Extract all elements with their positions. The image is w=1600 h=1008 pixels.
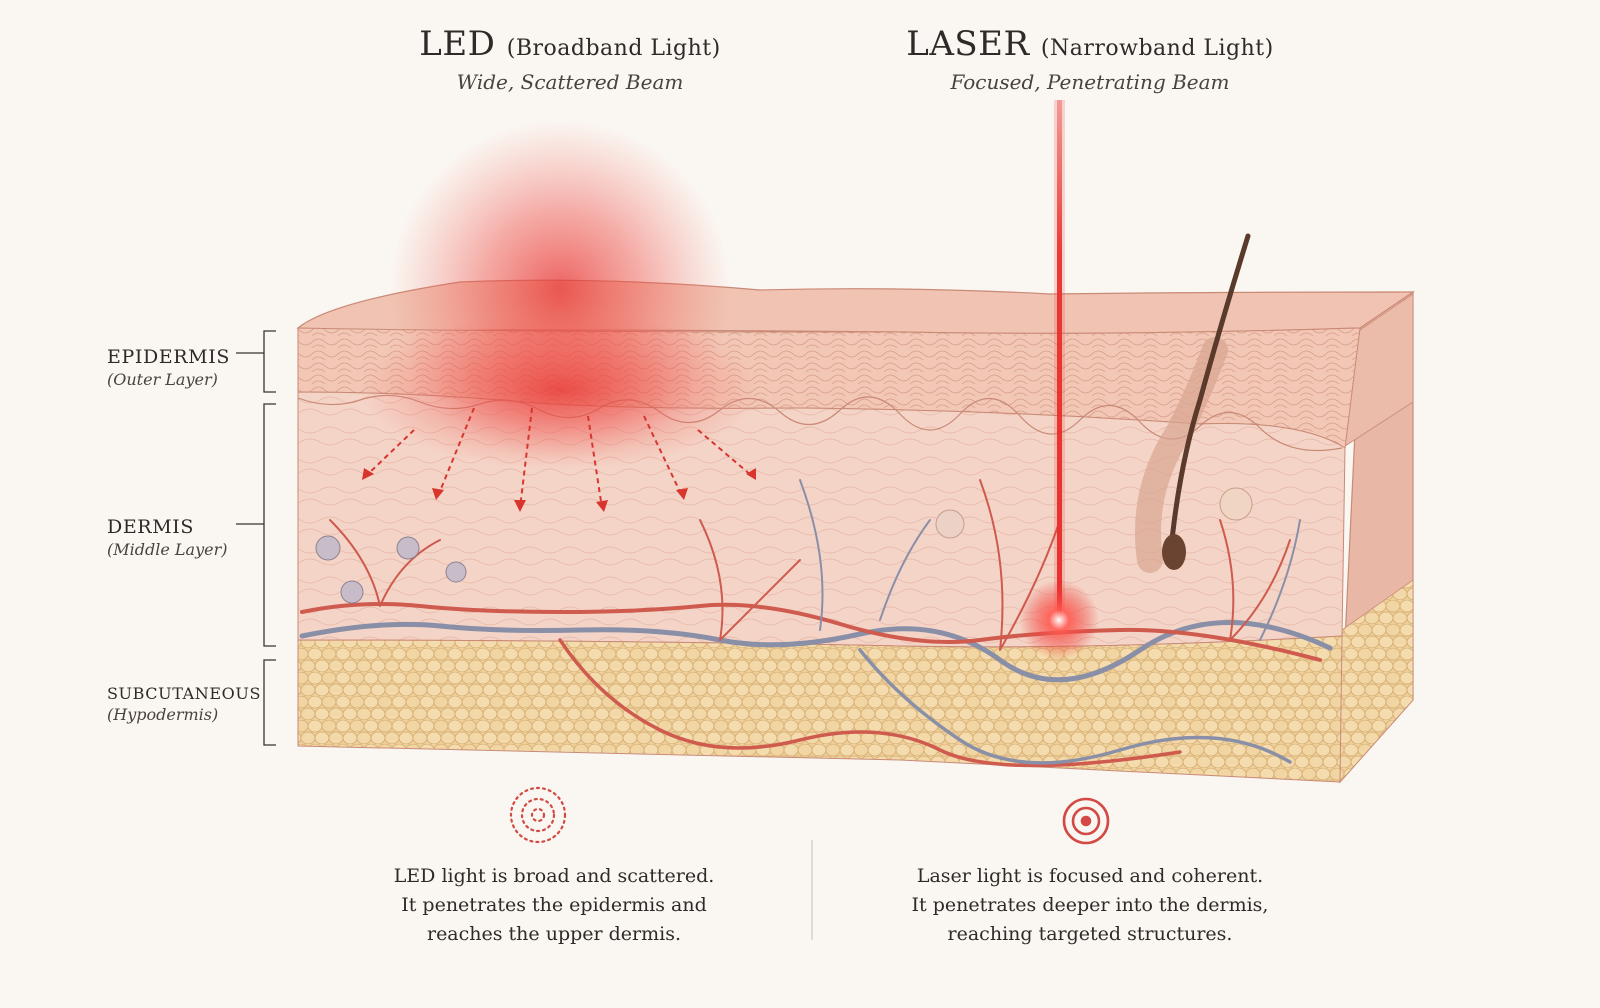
layer-label-epidermis: EPIDERMIS (Outer Layer) bbox=[107, 346, 230, 389]
hair-shaft bbox=[1167, 233, 1251, 563]
led-light bbox=[360, 120, 760, 512]
artery-deep bbox=[558, 638, 1182, 768]
laser-title-text: LASER bbox=[906, 24, 1030, 64]
led-scatter-arrows bbox=[365, 407, 753, 509]
scatter-arrow bbox=[437, 407, 475, 497]
laser-focal-point bbox=[1019, 580, 1099, 660]
caption-line: It penetrates deeper into the dermis, bbox=[911, 894, 1269, 916]
subcutaneous-layer bbox=[297, 635, 1343, 783]
led-title-text: LED bbox=[419, 24, 496, 64]
scatter-arrow bbox=[587, 415, 603, 509]
dotted-concentric-circles-icon bbox=[509, 786, 567, 844]
scatter-arrow bbox=[697, 429, 753, 477]
hair-follicle bbox=[1135, 233, 1251, 573]
laser-light bbox=[1019, 100, 1099, 660]
artery-main bbox=[300, 602, 1322, 662]
gland bbox=[315, 535, 341, 561]
layer-brackets bbox=[236, 330, 276, 746]
scatter-arrow bbox=[643, 415, 683, 497]
blood-vessels bbox=[299, 479, 1333, 768]
led-caption: LED light is broad and scattered. It pen… bbox=[374, 862, 734, 949]
caption-line: It penetrates the epidermis and bbox=[401, 894, 707, 916]
led-heading: LED (Broadband Light) Wide, Scattered Be… bbox=[370, 24, 770, 94]
dermis-bracket bbox=[263, 403, 276, 647]
layer-name: SUBCUTANEOUS bbox=[107, 684, 262, 703]
gland bbox=[396, 536, 420, 560]
vein-main bbox=[299, 620, 1333, 683]
led-glow-lower bbox=[360, 310, 760, 470]
layer-note: (Hypodermis) bbox=[107, 705, 219, 724]
layer-note: (Middle Layer) bbox=[107, 540, 228, 559]
gland bbox=[445, 561, 467, 583]
laser-subtitle: Focused, Penetrating Beam bbox=[950, 70, 1230, 94]
scatter-arrow bbox=[519, 407, 533, 509]
layer-label-dermis: DERMIS (Middle Layer) bbox=[107, 516, 227, 559]
target-circles-icon bbox=[1062, 797, 1110, 845]
led-subtitle: Wide, Scattered Beam bbox=[456, 70, 684, 94]
laser-title: LASER (Narrowband Light) bbox=[880, 24, 1300, 64]
led-title-paren: (Broadband Light) bbox=[506, 36, 721, 61]
led-title: LED (Broadband Light) bbox=[370, 24, 770, 64]
epidermis-bracket bbox=[263, 330, 276, 393]
layer-note: (Outer Layer) bbox=[107, 370, 218, 389]
layer-name: EPIDERMIS bbox=[107, 346, 230, 368]
caption-line: LED light is broad and scattered. bbox=[393, 865, 715, 887]
sebaceous-gland bbox=[1219, 487, 1253, 521]
vein-deep bbox=[858, 648, 1292, 765]
laser-caption: Laser light is focused and coherent. It … bbox=[910, 862, 1270, 949]
venules bbox=[799, 479, 1301, 641]
laser-heading: LASER (Narrowband Light) Focused, Penetr… bbox=[880, 24, 1300, 94]
laser-title-paren: (Narrowband Light) bbox=[1040, 36, 1274, 61]
caption-line: reaches the upper dermis. bbox=[426, 923, 682, 945]
led-arrow-heads bbox=[362, 468, 756, 512]
gland bbox=[935, 509, 965, 539]
laser-beam bbox=[1057, 100, 1062, 620]
hair-bulb bbox=[1162, 534, 1186, 570]
gland bbox=[340, 580, 364, 604]
caption-line: reaching targeted structures. bbox=[947, 923, 1233, 945]
caption-line: Laser light is focused and coherent. bbox=[916, 865, 1264, 887]
layer-label-subcutaneous: SUBCUTANEOUS (Hypodermis) bbox=[107, 684, 261, 724]
layer-name: DERMIS bbox=[107, 516, 194, 538]
subcutaneous-bracket bbox=[263, 659, 276, 746]
glands bbox=[315, 487, 1253, 604]
scatter-arrow bbox=[365, 429, 415, 477]
capillaries bbox=[329, 479, 1291, 651]
